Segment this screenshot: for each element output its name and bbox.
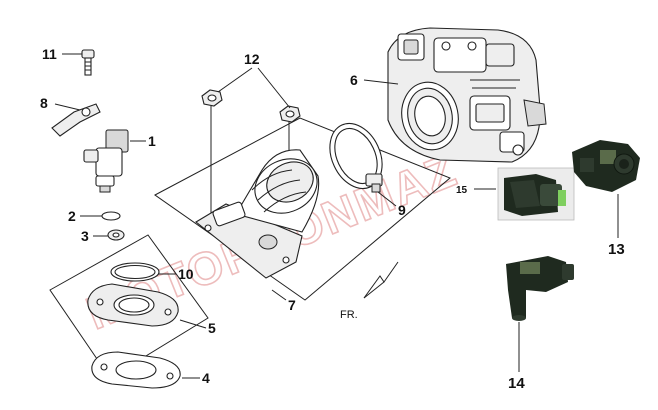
callout-8: 8 bbox=[40, 95, 48, 111]
callout-6: 6 bbox=[350, 72, 358, 88]
callout-12: 12 bbox=[244, 51, 260, 67]
leader-9 bbox=[377, 191, 397, 207]
part-7-intake-manifold bbox=[195, 149, 320, 279]
part-11-bolt bbox=[81, 49, 95, 76]
part-6-throttle-body bbox=[387, 27, 547, 163]
part-12-nuts bbox=[201, 89, 301, 123]
callout-5: 5 bbox=[208, 320, 216, 336]
gasket-group-frame bbox=[49, 234, 209, 379]
part-14-sensor bbox=[506, 256, 574, 321]
callout-10: 10 bbox=[178, 266, 194, 282]
part-4-gasket bbox=[91, 351, 181, 389]
part-3-seal bbox=[107, 229, 125, 241]
callout-1: 1 bbox=[148, 133, 156, 149]
part-10-o-ring bbox=[110, 262, 160, 282]
part-13-sensor bbox=[572, 140, 640, 192]
front-label: FR. bbox=[340, 309, 358, 321]
leader-12a bbox=[217, 67, 253, 93]
part-5-flange bbox=[87, 283, 179, 327]
leader-7 bbox=[271, 289, 287, 301]
callout-14: 14 bbox=[508, 375, 525, 392]
leader-12b bbox=[257, 67, 291, 109]
part-15-sensor-photo bbox=[497, 167, 575, 221]
callout-9: 9 bbox=[398, 202, 406, 218]
callout-11: 11 bbox=[42, 46, 57, 62]
callout-4: 4 bbox=[202, 370, 210, 386]
callout-7: 7 bbox=[288, 297, 296, 313]
leader-5 bbox=[179, 319, 207, 329]
part-1-injector bbox=[83, 129, 129, 193]
callout-15: 15 bbox=[456, 185, 468, 196]
callout-13: 13 bbox=[608, 241, 625, 258]
part-2-o-ring bbox=[101, 211, 121, 221]
part-8-bracket bbox=[51, 103, 101, 137]
leader-8 bbox=[54, 103, 81, 111]
front-direction-arrow bbox=[363, 261, 399, 299]
callout-3: 3 bbox=[81, 228, 89, 244]
callout-2: 2 bbox=[68, 208, 76, 224]
leader-6 bbox=[363, 79, 399, 85]
part-9-hose-clamp bbox=[329, 123, 383, 193]
